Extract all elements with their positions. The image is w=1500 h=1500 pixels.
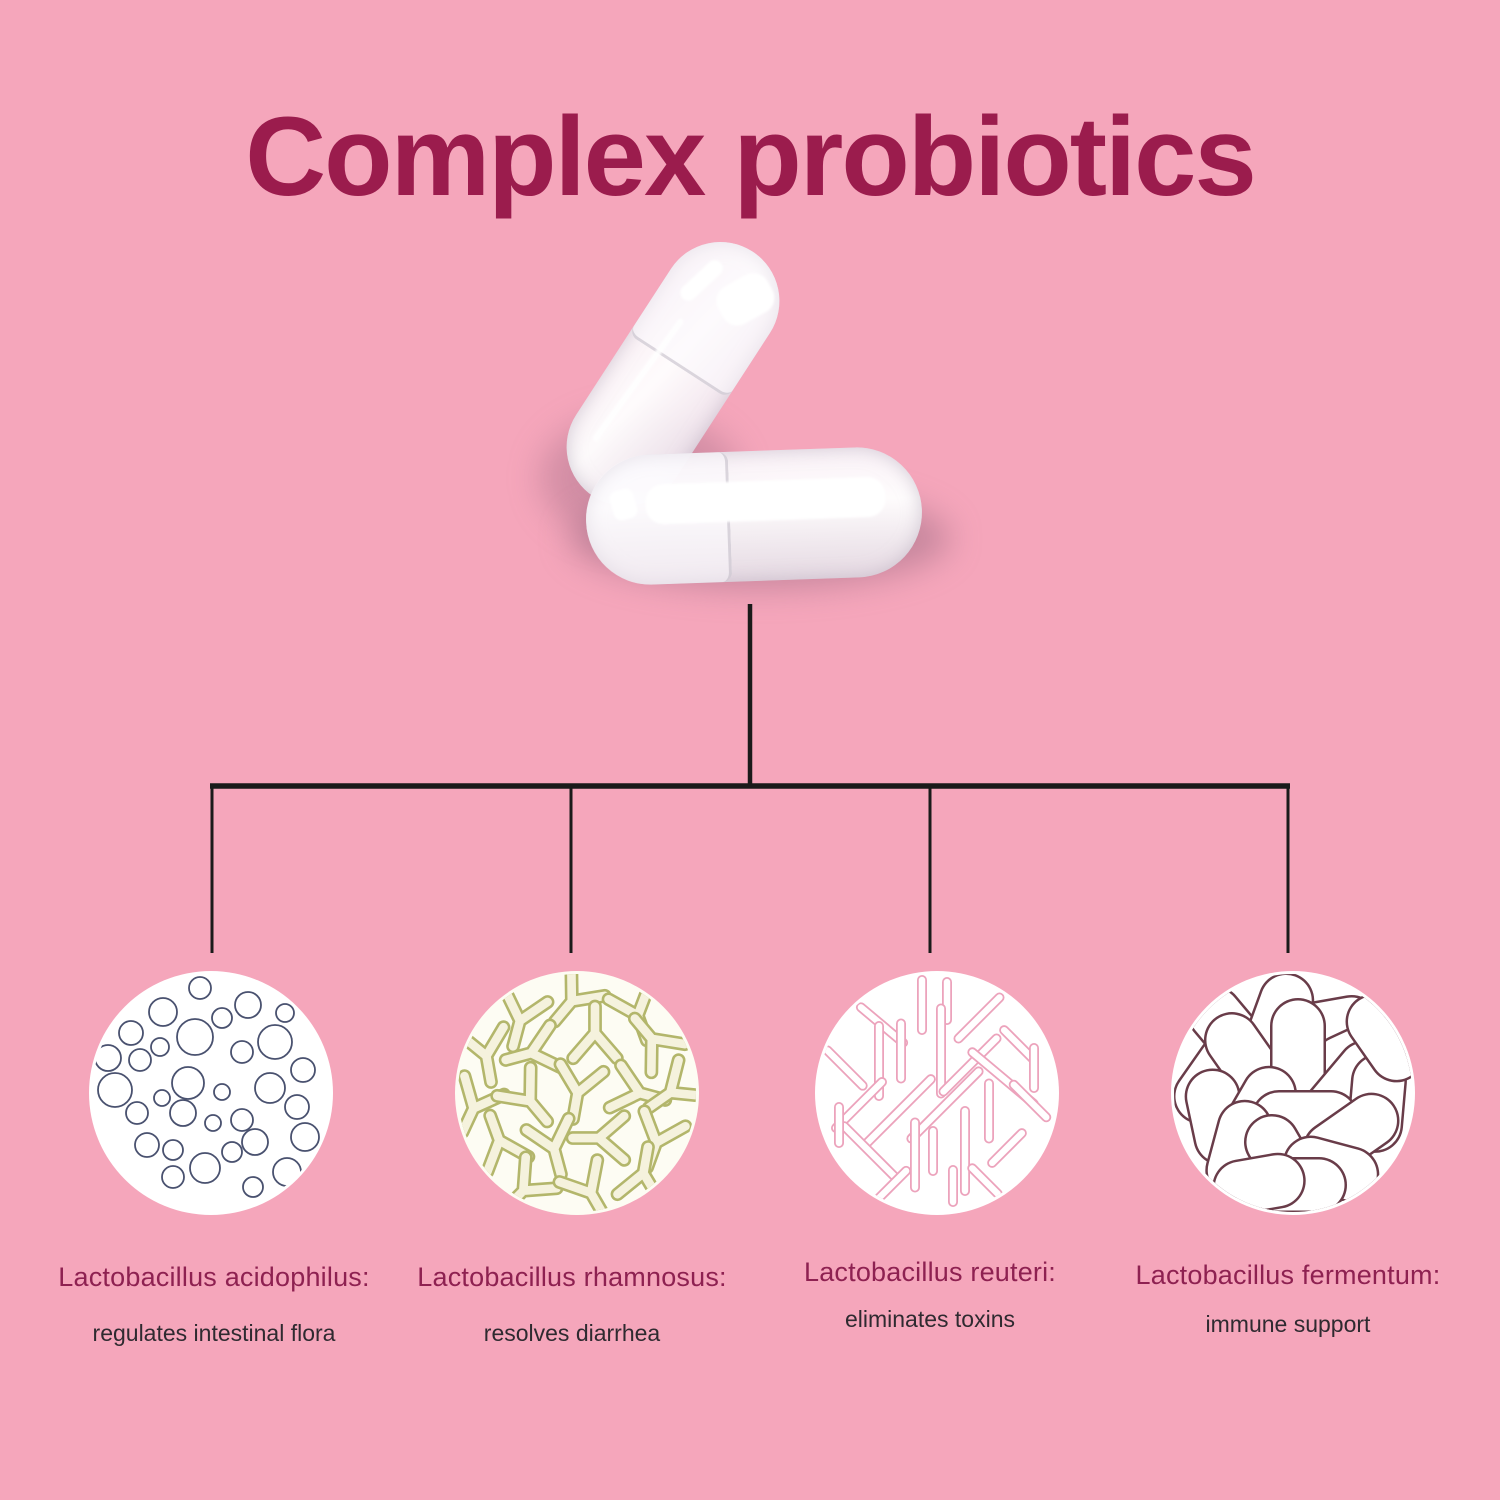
capsule-horizontal	[583, 445, 925, 587]
capsule-highlight	[644, 476, 887, 525]
strain-benefit: resolves diarrhea	[483, 1320, 661, 1346]
page-title: Complex probiotics	[245, 94, 1256, 219]
rod-bacteria-icon	[815, 971, 1059, 1215]
capsule-highlight	[591, 317, 685, 443]
cocci-bacteria-icon	[89, 971, 333, 1215]
capsules-illustration	[540, 219, 975, 613]
capsule-highlight	[607, 486, 640, 523]
y-shaped-bacteria-icon	[455, 971, 699, 1215]
strain-benefit: immune support	[1205, 1311, 1371, 1337]
strain-name: Lactobacillus rhamnosus:	[417, 1262, 727, 1292]
capsule-highlight	[710, 267, 780, 332]
strain-benefit: eliminates toxins	[844, 1306, 1016, 1332]
pill-shaped-bacteria-icon	[1171, 971, 1415, 1215]
strain-name: Lactobacillus acidophilus:	[58, 1262, 370, 1292]
strain-name: Lactobacillus reuteri:	[803, 1257, 1057, 1287]
strain-benefit: regulates intestinal flora	[92, 1320, 336, 1346]
strain-name: Lactobacillus fermentum:	[1135, 1260, 1441, 1290]
